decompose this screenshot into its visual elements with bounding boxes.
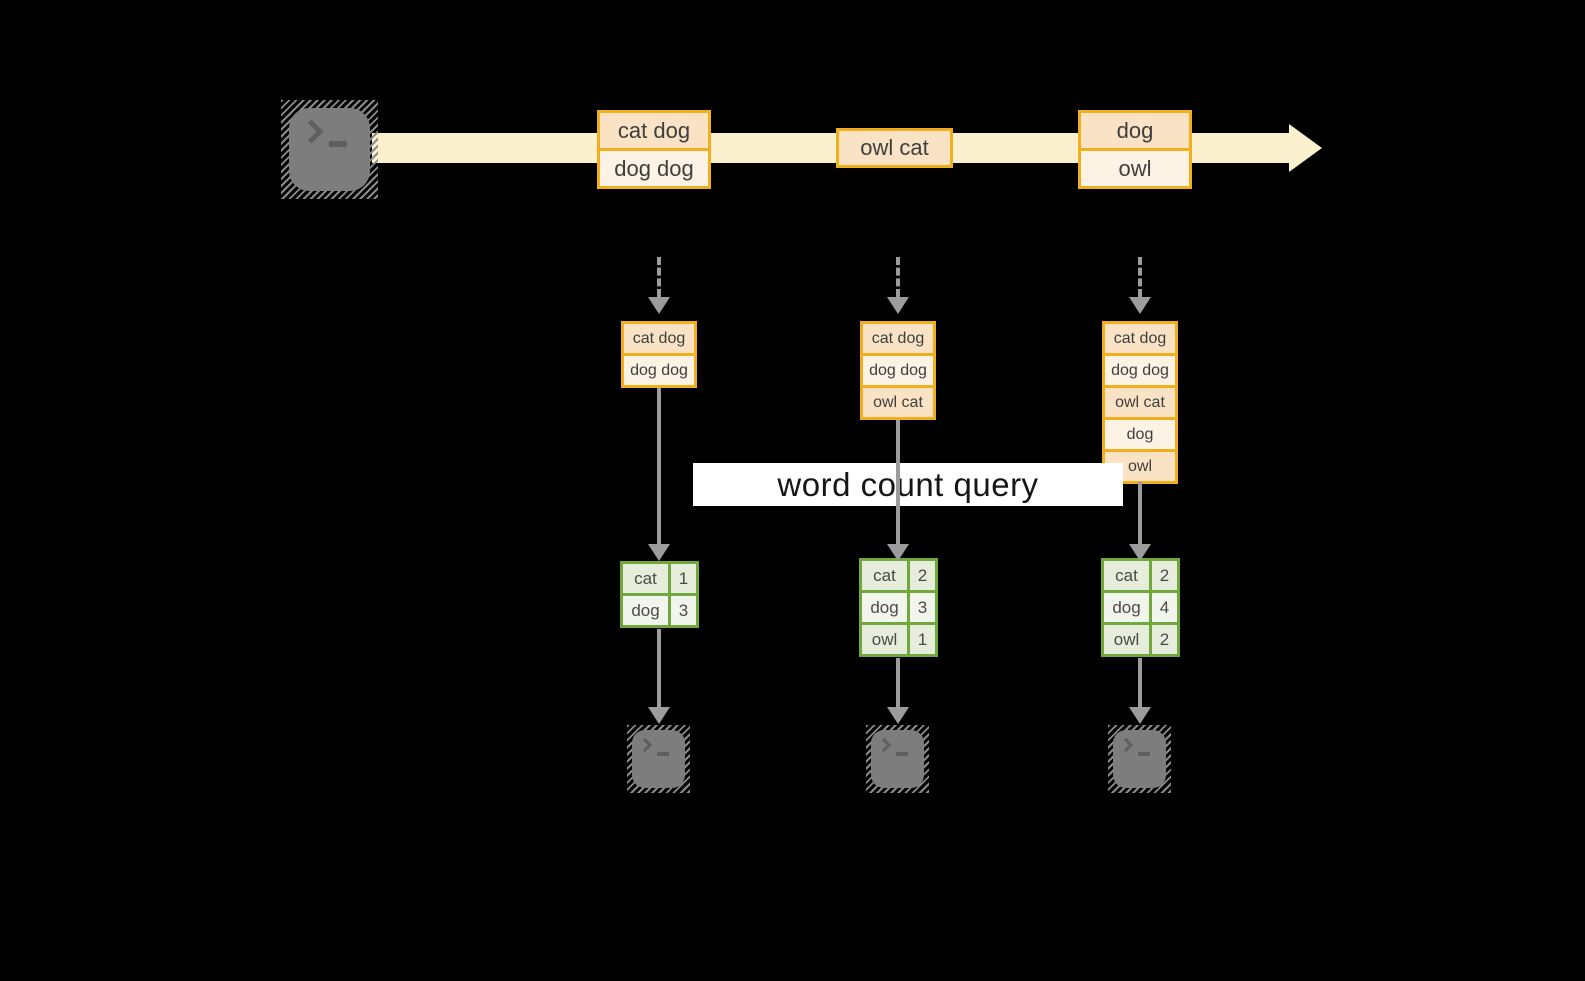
- word-cell: dog: [1104, 593, 1152, 622]
- stream-arrowhead-icon: [1289, 124, 1322, 172]
- word-cell: cat: [862, 561, 910, 590]
- dashed-arrow-line: [657, 257, 661, 297]
- sink-terminal-icon: [1108, 725, 1171, 793]
- prompt-cursor-icon: [896, 752, 908, 756]
- record-row: dog dog: [600, 148, 708, 186]
- dashed-arrowhead-icon: [648, 297, 670, 314]
- terminal-screen: [871, 730, 924, 788]
- dashed-arrow-line: [1138, 257, 1142, 297]
- prompt-chevron-icon: [876, 737, 892, 753]
- stream-batch-2: owl cat: [836, 128, 953, 168]
- count-cell: 3: [910, 593, 935, 622]
- prompt-chevron-icon: [1118, 737, 1134, 753]
- table-row: cat 1: [623, 564, 696, 593]
- stream-batch-3: dog owl: [1078, 110, 1192, 189]
- word-cell: dog: [862, 593, 910, 622]
- flow-arrow-line: [657, 388, 661, 544]
- word-cell: dog: [623, 596, 671, 625]
- table-row: owl 1: [862, 622, 935, 654]
- record-row: dog dog: [624, 353, 694, 385]
- flow-arrowhead-icon: [648, 544, 670, 561]
- flow-arrowhead-icon: [887, 707, 909, 724]
- count-table-1: cat 1 dog 3: [620, 561, 699, 628]
- word-cell: owl: [862, 625, 910, 654]
- flow-arrowhead-icon: [887, 544, 909, 561]
- flow-arrowhead-icon: [1129, 707, 1151, 724]
- word-cell: owl: [1104, 625, 1152, 654]
- table-row: dog 3: [862, 590, 935, 622]
- record-row: owl cat: [1105, 385, 1175, 417]
- source-terminal-icon: [281, 100, 378, 199]
- count-cell: 2: [910, 561, 935, 590]
- record-row: dog: [1081, 113, 1189, 148]
- flow-arrow-line: [896, 420, 900, 544]
- record-row: owl cat: [863, 385, 933, 417]
- dashed-arrowhead-icon: [1129, 297, 1151, 314]
- dashed-arrow-line: [896, 257, 900, 297]
- record-row: cat dog: [624, 324, 694, 353]
- table-row: cat 2: [862, 561, 935, 590]
- record-row: owl cat: [839, 131, 950, 165]
- dashed-arrowhead-icon: [887, 297, 909, 314]
- record-row: dog: [1105, 417, 1175, 449]
- flow-arrowhead-icon: [1129, 544, 1151, 561]
- count-cell: 1: [910, 625, 935, 654]
- record-row: cat dog: [600, 113, 708, 148]
- word-cell: cat: [1104, 561, 1152, 590]
- record-row: dog dog: [1105, 353, 1175, 385]
- flow-arrowhead-icon: [648, 707, 670, 724]
- count-cell: 2: [1152, 561, 1177, 590]
- prompt-cursor-icon: [657, 752, 669, 756]
- prompt-cursor-icon: [329, 141, 347, 147]
- count-cell: 4: [1152, 593, 1177, 622]
- count-cell: 3: [671, 596, 696, 625]
- state-box-2: cat dog dog dog owl cat: [860, 321, 936, 420]
- terminal-screen: [289, 108, 370, 191]
- stream-batch-1: cat dog dog dog: [597, 110, 711, 189]
- prompt-chevron-icon: [637, 737, 653, 753]
- prompt-chevron-icon: [299, 119, 324, 144]
- sink-terminal-icon: [866, 725, 929, 793]
- word-count-query-label: word count query: [693, 463, 1123, 506]
- table-row: dog 3: [623, 593, 696, 625]
- state-box-3: cat dog dog dog owl cat dog owl: [1102, 321, 1178, 484]
- terminal-screen: [632, 730, 685, 788]
- record-row: owl: [1081, 148, 1189, 186]
- count-table-2: cat 2 dog 3 owl 1: [859, 558, 938, 657]
- prompt-cursor-icon: [1138, 752, 1150, 756]
- flow-arrow-line: [657, 629, 661, 707]
- sink-terminal-icon: [627, 725, 690, 793]
- record-row: cat dog: [863, 324, 933, 353]
- count-cell: 2: [1152, 625, 1177, 654]
- table-row: cat 2: [1104, 561, 1177, 590]
- table-row: owl 2: [1104, 622, 1177, 654]
- flow-arrow-line: [896, 658, 900, 707]
- record-row: cat dog: [1105, 324, 1175, 353]
- terminal-screen: [1113, 730, 1166, 788]
- word-cell: cat: [623, 564, 671, 593]
- count-cell: 1: [671, 564, 696, 593]
- flow-arrow-line: [1138, 482, 1142, 544]
- flow-arrow-line: [1138, 658, 1142, 707]
- record-row: dog dog: [863, 353, 933, 385]
- count-table-3: cat 2 dog 4 owl 2: [1101, 558, 1180, 657]
- table-row: dog 4: [1104, 590, 1177, 622]
- state-box-1: cat dog dog dog: [621, 321, 697, 388]
